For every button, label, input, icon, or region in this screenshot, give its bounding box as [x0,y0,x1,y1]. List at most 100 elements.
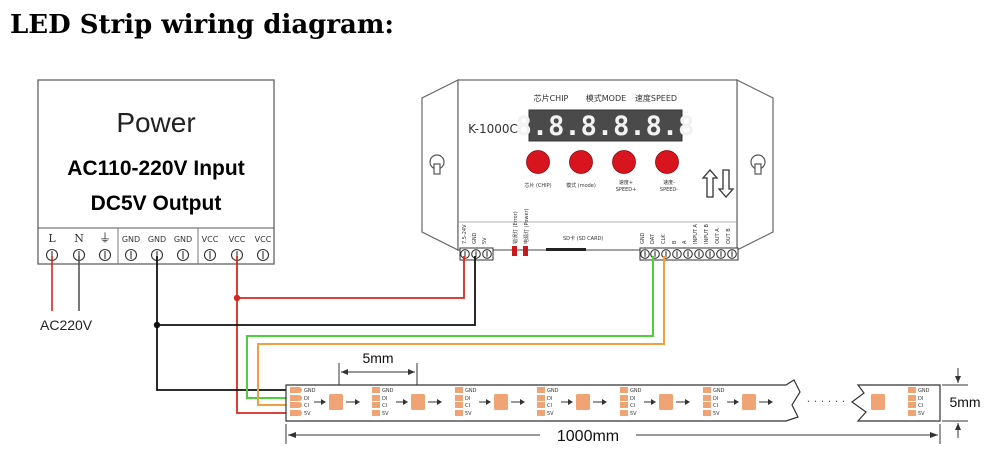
power-terminal-label: N [74,232,84,245]
controller-model: K-1000C [468,122,518,136]
led-chip [871,394,885,410]
button-label: SPEED+ [616,187,637,193]
screw-terminal-icon [482,249,492,259]
black-wire-gnd [156,256,290,391]
data-pin-label: B [672,240,678,244]
led-chip [494,394,508,410]
pad-label: 5V [713,411,720,417]
solder-pad [455,402,463,408]
screw-terminal-icon [256,248,270,262]
arrow-right-icon [593,399,607,405]
arrow-right-icon [479,399,491,405]
power-terminal-label: L [48,232,56,245]
pad-label: CI [918,403,923,409]
power-output-spec: DC5V Output [91,192,222,215]
arrow-right-icon [428,399,442,405]
pad-label: GND [918,388,930,394]
power-terminal-label: GND [122,235,140,244]
solder-pad [620,395,628,401]
screw-terminal-icon [640,249,650,259]
screw-terminal-icon [203,248,217,262]
data-pin-label: GND [640,232,646,244]
controller-button[interactable] [655,150,679,174]
seven-segment-display [528,109,683,142]
data-pin-label: OUT B [726,228,732,244]
solder-pad [296,395,302,401]
power-pin-label: 7.5-24V [462,224,468,244]
solder-pad [296,410,302,416]
controller-button[interactable] [526,150,550,174]
controller-button[interactable] [569,150,593,174]
orange-wire-clock [257,256,665,406]
header-speed: 速度SPEED [635,93,677,103]
screw-terminal-icon [683,249,693,259]
solder-pad [290,395,298,401]
solder-pad [372,402,380,408]
pad-label: 5V [630,411,637,417]
led-chip [742,394,756,410]
pad-label: 5V [465,411,472,417]
solder-pad [537,395,545,401]
arrow-right-icon [396,399,408,405]
pad-label: GND [713,388,725,394]
data-pin-label: A [682,240,688,244]
pad-label: DI [547,396,552,402]
red-wire-controller [237,256,465,299]
button-label: 速度+ [619,179,633,186]
power-terminal-label: VCC [202,235,219,244]
screw-terminal-icon [176,248,190,262]
solder-pad [908,387,916,393]
data-pin-label: OUT A [715,228,721,244]
button-label: 芯片 (CHIP) [524,182,551,189]
page-title: LED Strip wiring diagram: [10,10,394,40]
down-arrow-icon [717,169,735,198]
led-chip [329,394,343,410]
solder-pad [703,402,711,408]
power-terminal-label: VCC [255,235,272,244]
pad-label: 5V [918,411,925,417]
sd-card-slot[interactable] [546,248,586,251]
header-chip: 芯片CHIP [534,93,569,103]
up-arrow-icon [701,169,719,198]
solder-pad [290,387,298,393]
pad-label: 5V [304,411,311,417]
data-pin-label: CLK [661,234,667,244]
button-label: 模式 (mode) [566,182,596,189]
controller-button[interactable] [612,150,636,174]
arrow-right-icon [727,399,739,405]
controller-k1000c: 芯片CHIP 模式MODE 速度SPEED K-1000C 8.8.8.8.8.… [421,79,774,261]
solder-pad [537,402,545,408]
solder-pad [908,410,916,416]
strip-continuation: · · · · · · [807,395,845,408]
pad-label: DI [465,396,470,402]
led-chip [576,394,590,410]
pad-label: CI [465,403,470,409]
solder-pad [455,410,463,416]
data-pin-label: DAT [650,233,656,244]
solder-pad [703,410,711,416]
solder-pad [296,387,302,393]
arrow-right-icon [511,399,525,405]
pitch-dimension: 5mm [362,350,393,366]
pad-label: CI [304,403,309,409]
solder-pad [290,410,298,416]
pad-label: 5V [382,411,389,417]
pad-label: DI [713,396,718,402]
power-input-spec: AC110-220V Input [67,157,244,180]
screw-terminal-icon [694,249,704,259]
screw-terminal-icon [124,248,138,262]
status-led [523,246,528,256]
status-led-label: 电源灯 (Power) [523,208,530,244]
width-dimension: 5mm [949,394,980,410]
pad-label: GND [382,388,394,394]
led-strip: · · · · · · GNDDICI5VGNDDICI5VGNDDICI5VG… [285,379,941,422]
data-pin-label: INPUT A [693,223,699,244]
ac220v-label: AC220V [40,317,93,333]
solder-pad [296,402,302,408]
arrow-right-icon [346,399,360,405]
solder-pad [372,387,380,393]
led-chip [411,394,425,410]
red-wire-5v [236,256,290,414]
solder-pad [620,402,628,408]
